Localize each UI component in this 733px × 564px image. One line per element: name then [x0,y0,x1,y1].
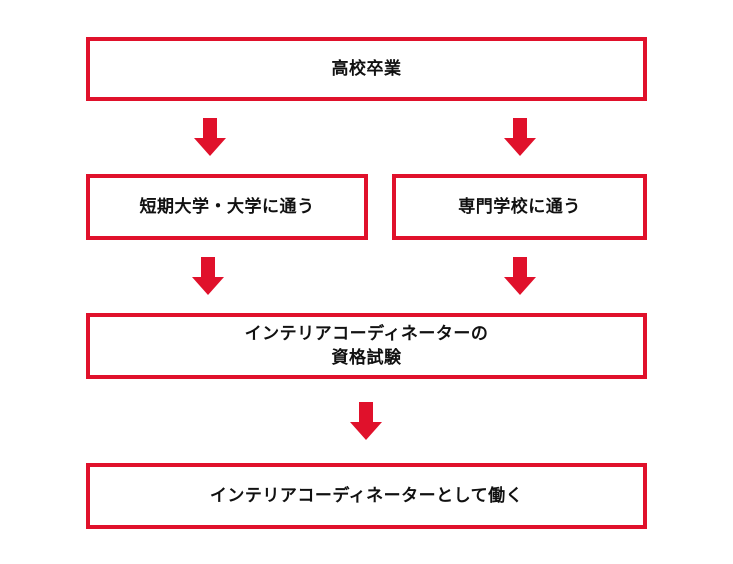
arrow-down-icon [192,257,224,295]
step-label: インテリアコーディネーターとして働く [209,486,524,506]
step-label-line2: 資格試験 [331,348,402,368]
step-label: 高校卒業 [331,59,402,79]
arrow-down-icon [350,402,382,440]
arrow-down-icon [504,257,536,295]
step-work-as-coordinator: インテリアコーディネーターとして働く [86,463,647,529]
step-vocational-school: 専門学校に通う [392,174,647,240]
step-label: 短期大学・大学に通う [139,197,315,217]
step-certification-exam: インテリアコーディネーターの 資格試験 [86,313,647,379]
arrow-down-icon [194,118,226,156]
step-high-school-graduation: 高校卒業 [86,37,647,101]
step-label-line1: インテリアコーディネーターの [244,324,489,344]
arrow-down-icon [504,118,536,156]
step-junior-college-university: 短期大学・大学に通う [86,174,368,240]
step-label: 専門学校に通う [458,197,581,217]
